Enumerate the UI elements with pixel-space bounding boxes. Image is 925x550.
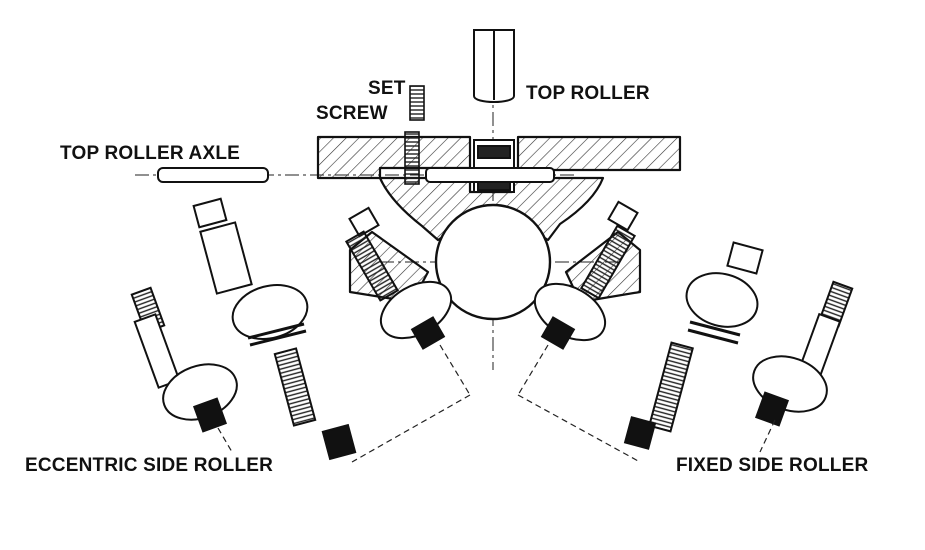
fixed-side-roller-label: FIXED SIDE ROLLER (676, 455, 869, 476)
assembled-right-roller (533, 200, 639, 350)
axle-inserted (425, 167, 555, 183)
set-screw-exploded (409, 85, 425, 121)
shaft-circle (434, 203, 552, 321)
leader-lines (217, 344, 776, 463)
top-roller-assembled (473, 139, 515, 193)
assembled-left-roller (344, 206, 453, 350)
set-screw-label-bottom: SCREW (316, 103, 388, 124)
top-roller-exploded (473, 29, 515, 103)
axle-exploded (157, 167, 269, 183)
eccentric-side-roller-label: ECCENTRIC SIDE ROLLER (25, 455, 274, 476)
fixed-roller-exploded (623, 241, 854, 450)
set-screw-label-top: SET (368, 78, 406, 99)
eccentric-roller-exploded (130, 197, 357, 461)
top-roller-label: TOP ROLLER (526, 83, 650, 104)
top-roller-axle-label: TOP ROLLER AXLE (60, 143, 241, 164)
set-screw-inserted (404, 131, 420, 185)
